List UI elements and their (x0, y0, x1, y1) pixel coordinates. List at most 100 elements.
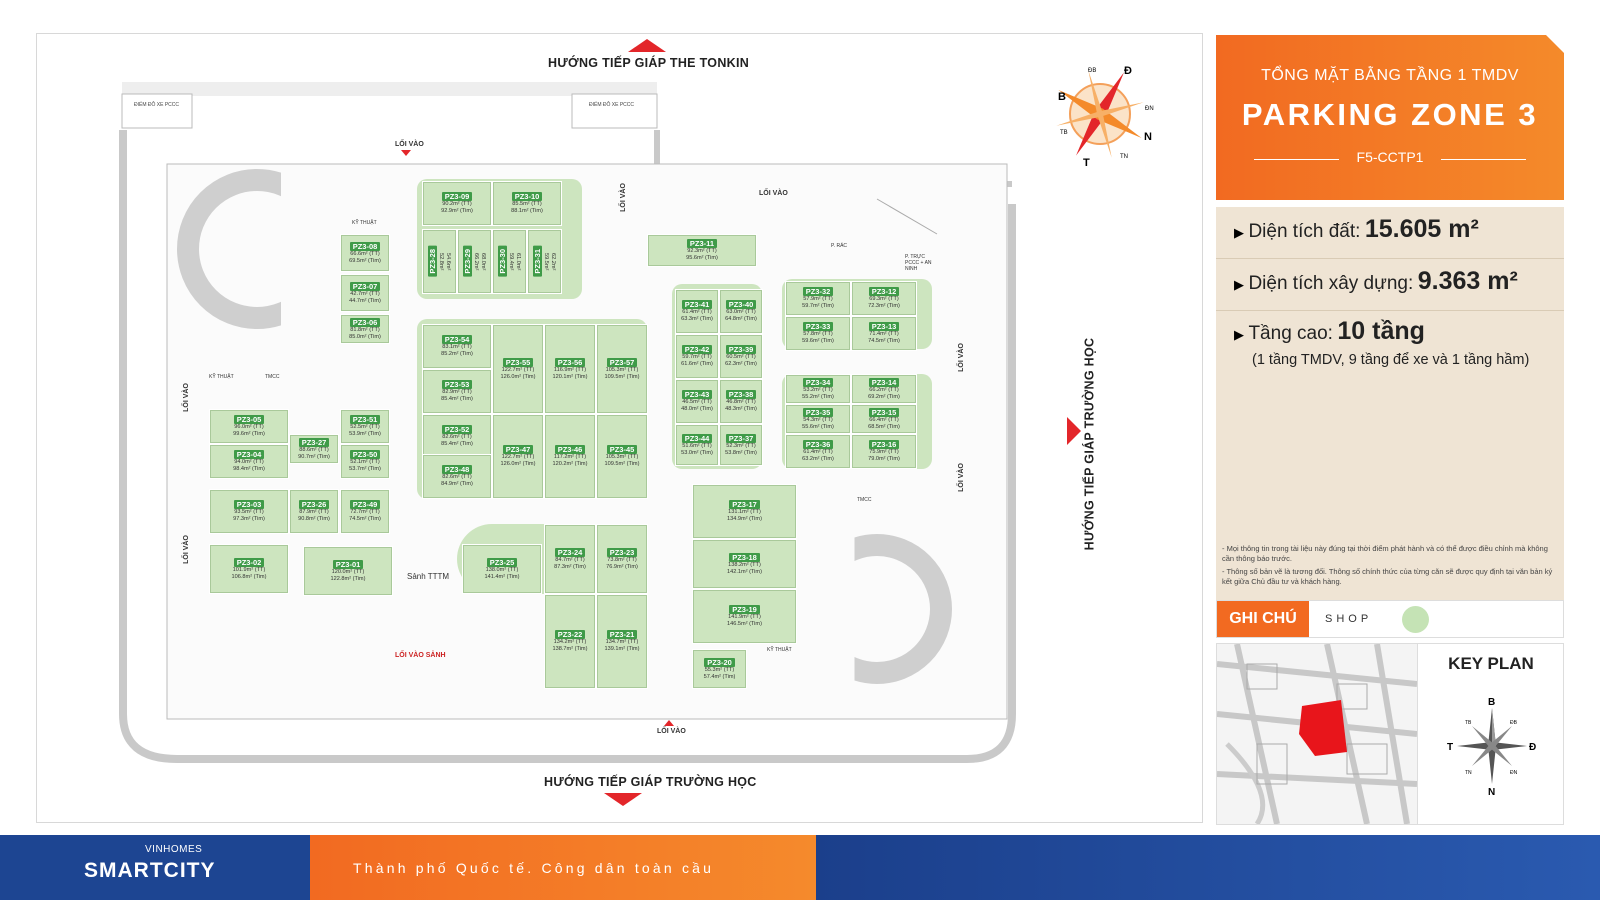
shop-code: PZ3-44 (681, 433, 713, 443)
key-plan: KEY PLAN B N T Đ ĐB ĐN TB TN (1216, 643, 1564, 825)
shop-code: PZ3-37 (725, 433, 757, 443)
shop-area-net: 96.0m² (TT) (234, 424, 264, 430)
legend-title: GHI CHÚ (1217, 601, 1309, 637)
shop-area-gross: 120.2m² (Tim) (552, 461, 588, 467)
shop-area-net: 92.3m² (TT) (687, 248, 717, 254)
shop-area-net: 120.0m² (TT) (331, 568, 365, 575)
shop-area-gross: 120.1m² (Tim) (552, 373, 588, 380)
shop-code: PZ3-45 (606, 445, 638, 454)
shop-area-gross: 109.5m² (Tim) (604, 461, 640, 467)
footer-slogan: Thành phố Quốc tế. Công dân toàn cầu (353, 860, 715, 876)
legend-shop-label: SHOP (1325, 613, 1373, 625)
tech-room-label-south: KỸ THUẬT (767, 647, 792, 653)
east-arrow-marker (1067, 417, 1081, 445)
shop-area-net: 141.9m² (TT) (728, 614, 761, 620)
shop-area-net: 82.9m² (TT) (442, 389, 472, 395)
svg-text:T: T (1083, 157, 1090, 169)
shop-area-gross: 44.7m² (Tim) (349, 297, 381, 304)
shop-area-gross: 62.3m² (Tim) (725, 361, 757, 367)
shop-code: PZ3-48 (441, 465, 473, 474)
shop-code: PZ3-23 (606, 547, 638, 557)
shop-code: PZ3-25 (486, 557, 518, 567)
bullet-icon: ▶ (1234, 277, 1244, 292)
shop-area-gross: 97.3m² (Tim) (233, 516, 265, 522)
shop-area-net: 66.6m² (TT) (350, 250, 380, 257)
shop-code: PZ3-10 (511, 192, 543, 201)
svg-text:T: T (1447, 742, 1453, 753)
svg-text:ĐB: ĐB (1088, 68, 1096, 74)
key-plan-divider (1417, 644, 1418, 824)
shop-area-gross: 126.0m² (Tim) (500, 461, 536, 467)
shop-code: PZ3-40 (725, 300, 757, 309)
key-plan-title: KEY PLAN (1448, 654, 1534, 673)
shop-code: PZ3-53 (441, 380, 473, 389)
shop-area-gross: 90.8m² (Tim) (298, 516, 330, 522)
shop-area-net: 59.7m² (TT) (682, 354, 712, 360)
shop-area-net: 66.4m² (TT) (869, 416, 899, 423)
shop-area-gross: 134.9m² (Tim) (727, 516, 762, 522)
shop-code: PZ3-36 (802, 440, 834, 449)
shop-area-net: 82.6m² (TT) (442, 474, 472, 480)
shop-area-net: 52.3m² (TT) (726, 442, 756, 449)
disclaimer-2: - Thông số bản vẽ là tương đối. Thông số… (1222, 567, 1553, 586)
shop-area-net: 71.4m² (TT) (869, 331, 899, 337)
